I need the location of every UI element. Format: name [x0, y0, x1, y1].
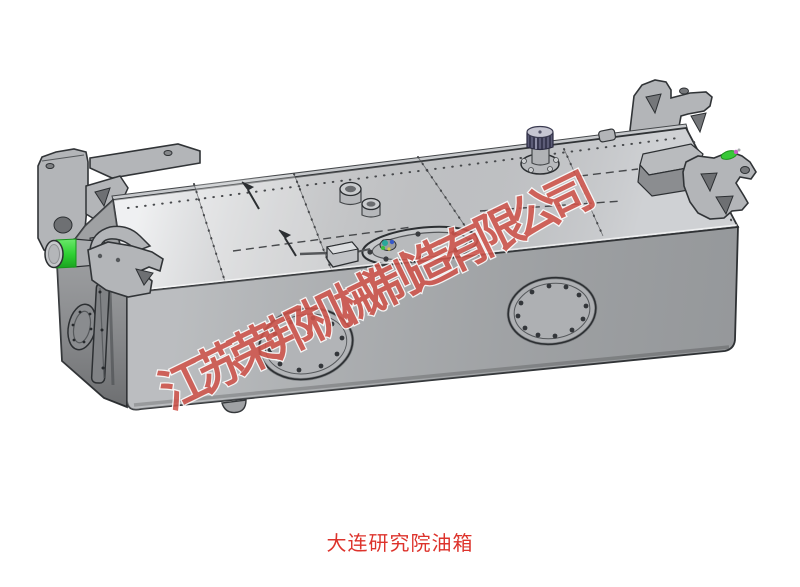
mounting-bracket-back-left	[37, 143, 201, 257]
filler-cap	[520, 125, 560, 175]
bolt-hole	[740, 166, 750, 174]
weld-seam-lines	[127, 137, 734, 292]
green-fitting	[720, 148, 741, 160]
manhole-bolts	[515, 283, 589, 339]
clamp-block	[299, 241, 371, 268]
end-flange	[67, 303, 97, 351]
drain-plug	[221, 399, 247, 414]
triangle-cutout	[690, 112, 707, 134]
front-manhole-left	[257, 307, 355, 381]
lightening-hole	[53, 216, 73, 234]
cap-neck	[531, 145, 550, 166]
tank-front-face	[126, 224, 739, 414]
mounting-bracket-front-left	[87, 225, 164, 298]
caption-text: 大连研究院油箱	[326, 533, 474, 555]
pipe-bungs	[339, 181, 381, 218]
bolt-hole	[97, 253, 103, 259]
triangle-cutout	[94, 187, 111, 208]
triangle-cutout	[700, 172, 718, 193]
back-edge-tab	[598, 128, 617, 143]
bolt-hole	[115, 257, 121, 263]
bolt-hole	[679, 87, 689, 95]
panel-highlight	[194, 174, 338, 291]
sender-unit	[379, 239, 397, 251]
direction-arrows	[241, 181, 297, 257]
triangle-cutout	[715, 195, 734, 216]
end-flange-bolts	[71, 310, 93, 344]
front-manhole-right	[506, 276, 598, 346]
manhole-bolts	[267, 315, 345, 373]
triangle-cutout	[645, 93, 662, 115]
bolt-hole	[45, 163, 55, 169]
fuel-sender-plate	[361, 225, 479, 267]
bolt-hole	[163, 150, 173, 156]
mounting-bracket-front-right	[682, 148, 757, 220]
triangle-cutout	[135, 268, 154, 286]
